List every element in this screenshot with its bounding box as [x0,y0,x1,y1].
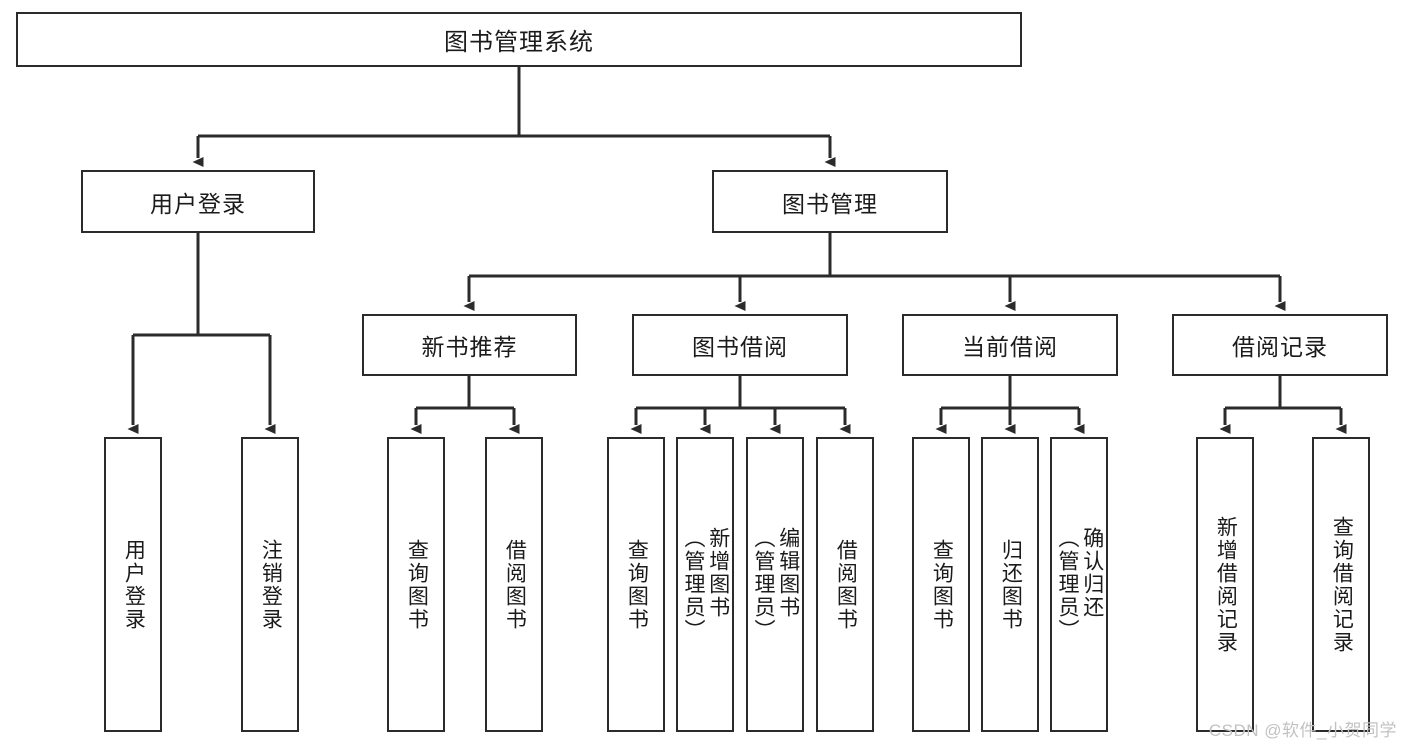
node-current-borrow[interactable]: 当前借阅 [902,314,1118,376]
node-user-login-label: 用户登录 [150,190,246,217]
leaf-user-login-logout[interactable]: 注销登录 [241,437,299,732]
leaf-label: 确认归还 （管理员） [1056,527,1104,642]
leaf-label: 用户登录 [122,538,146,631]
node-borrow-record-label: 借阅记录 [1232,334,1328,360]
node-book-borrow-label: 图书借阅 [692,334,788,360]
leaf-current-return-book[interactable]: 归还图书 [981,437,1039,732]
leaf-borrow-add-book-admin[interactable]: 新增图书 （管理员） [676,437,734,732]
leaf-record-add-record[interactable]: 新增借阅记录 [1196,437,1254,732]
leaf-record-query-record[interactable]: 查询借阅记录 [1312,437,1370,732]
node-current-borrow-label: 当前借阅 [962,334,1058,360]
leaf-label: 注销登录 [259,538,283,631]
leaf-label: 查询图书 [930,538,954,631]
leaf-label: 新增借阅记录 [1214,515,1238,654]
node-user-login[interactable]: 用户登录 [81,170,315,233]
node-book-management-label: 图书管理 [782,190,878,217]
leaf-new-book-borrow[interactable]: 借阅图书 [485,437,543,732]
node-new-book-recommend[interactable]: 新书推荐 [362,314,577,376]
node-book-management[interactable]: 图书管理 [712,170,948,233]
node-root-system[interactable]: 图书管理系统 [16,12,1022,67]
leaf-borrow-edit-book-admin[interactable]: 编辑图书 （管理员） [746,437,804,732]
node-book-borrow[interactable]: 图书借阅 [632,314,848,376]
leaf-current-confirm-return-admin[interactable]: 确认归还 （管理员） [1050,437,1108,732]
leaf-label: 借阅图书 [834,538,858,631]
leaf-label: 编辑图书 （管理员） [752,527,800,642]
leaf-label: 新增图书 （管理员） [682,527,730,642]
leaf-user-login-signin[interactable]: 用户登录 [104,437,162,732]
leaf-label: 查询图书 [625,538,649,631]
leaf-label: 归还图书 [999,538,1023,631]
leaf-current-query-book[interactable]: 查询图书 [912,437,970,732]
node-root-label: 图书管理系统 [444,29,594,56]
leaf-new-book-query[interactable]: 查询图书 [387,437,445,732]
leaf-borrow-borrow-book[interactable]: 借阅图书 [816,437,874,732]
leaf-borrow-query-book[interactable]: 查询图书 [607,437,665,732]
node-borrow-record[interactable]: 借阅记录 [1172,314,1388,376]
leaf-label: 借阅图书 [503,538,527,631]
leaf-label: 查询借阅记录 [1330,515,1354,654]
node-new-book-recommend-label: 新书推荐 [421,334,518,360]
leaf-label: 查询图书 [405,538,429,631]
